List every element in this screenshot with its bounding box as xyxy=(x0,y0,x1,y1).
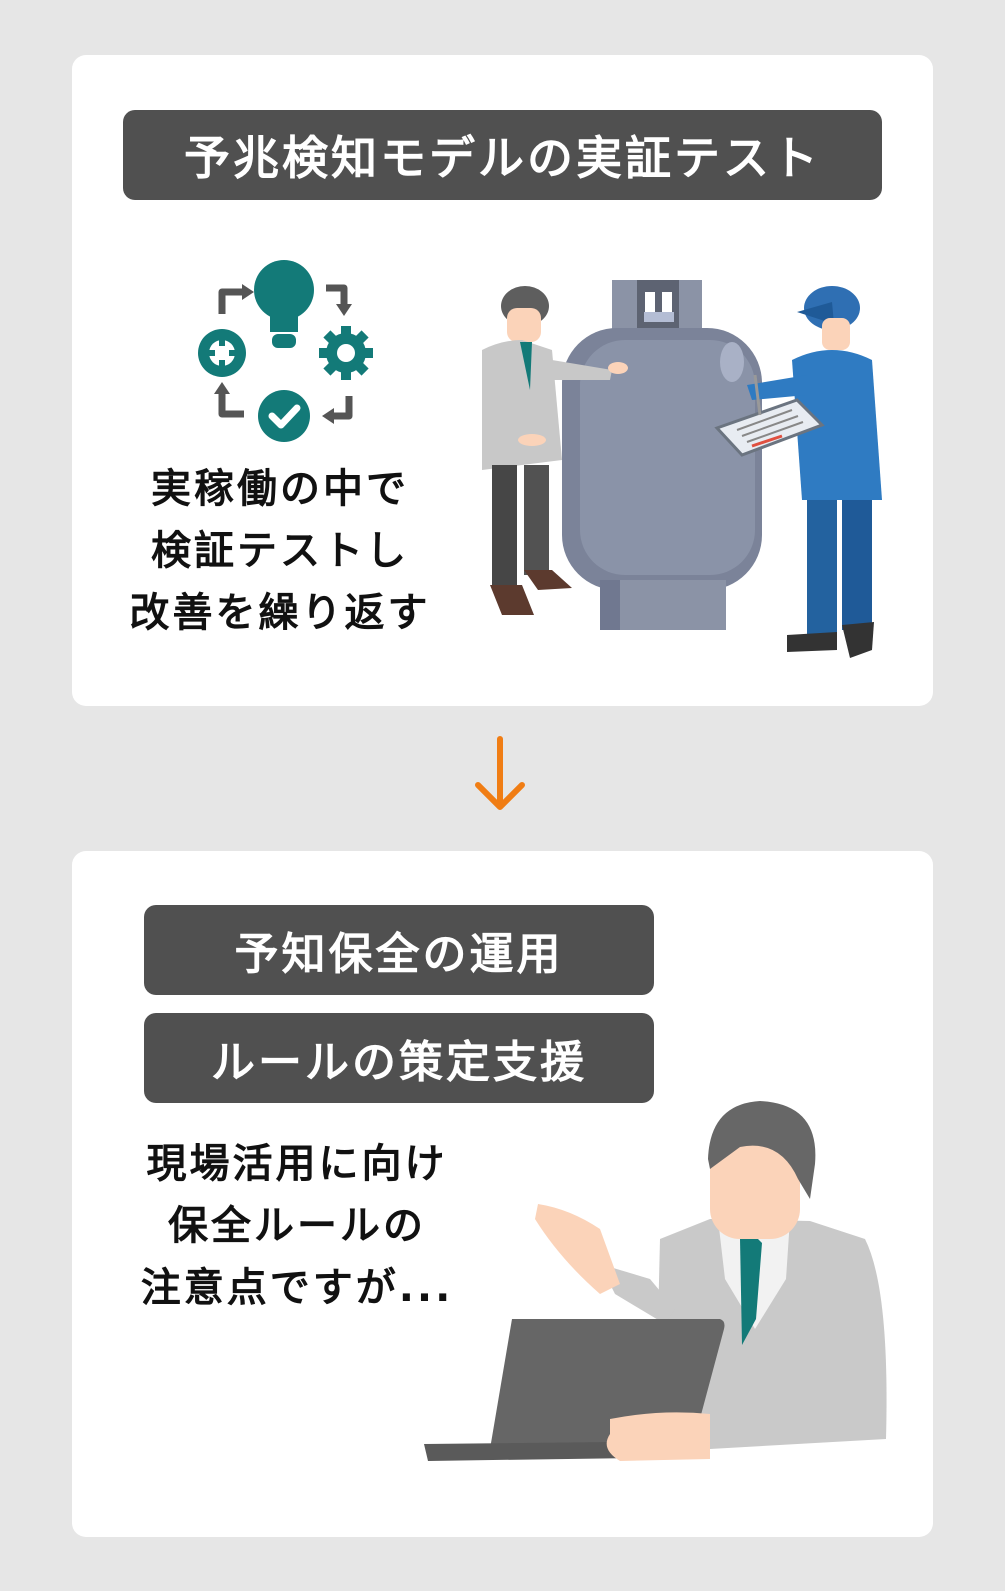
step2-caption: 現場活用に向け 保全ルールの 注意点ですが... xyxy=(132,1133,462,1319)
gear-icon xyxy=(319,326,373,380)
improvement-cycle-icon xyxy=(198,260,373,442)
caption-line: 注意点ですが... xyxy=(140,1265,454,1311)
caption-line: 改善を繰り返す xyxy=(129,590,431,636)
step2-label-text: 予知保全の運用 xyxy=(234,929,564,980)
gas-cylinder-icon xyxy=(562,280,762,630)
caption-line: 現場活用に向け xyxy=(146,1141,448,1187)
maintenance-worker-figure-icon xyxy=(714,286,882,658)
step2-label-text: ルールの策定支援 xyxy=(211,1037,587,1088)
consultant-figure-icon xyxy=(535,1101,887,1449)
crosshair-icon xyxy=(198,329,246,377)
checkmark-circle-icon xyxy=(258,390,310,442)
step2-label-rule-support: ルールの策定支援 xyxy=(144,1013,654,1103)
step1-title: 予兆検知モデルの実証テスト xyxy=(123,110,882,200)
caption-line: 検証テストし xyxy=(151,528,409,574)
arrow-down-icon xyxy=(475,736,525,810)
cycle-arrow-top-right-icon xyxy=(326,284,348,306)
cycle-arrow-bottom-right-icon xyxy=(332,396,353,420)
step1-card: 予兆検知モデルの実証テスト xyxy=(72,55,933,706)
hand-icon xyxy=(606,1412,710,1461)
gas-cylinder-inspection-illustration xyxy=(482,280,882,658)
lightbulb-icon xyxy=(254,260,314,348)
step1-title-text: 予兆検知モデルの実証テスト xyxy=(184,131,821,185)
consultant-with-laptop-illustration xyxy=(424,1101,887,1461)
caption-line: 実稼働の中で xyxy=(151,466,409,512)
caption-line: 保全ルールの xyxy=(168,1203,426,1249)
step2-card: 予知保全の運用 ルールの策定支援 現場活用に向け 保全ルールの 注意点ですが..… xyxy=(72,851,933,1537)
step2-label-operation: 予知保全の運用 xyxy=(144,905,654,995)
step1-caption: 実稼働の中で 検証テストし 改善を繰り返す xyxy=(120,458,440,644)
cycle-arrow-bottom-left-icon xyxy=(218,392,244,418)
cycle-arrow-top-left-icon xyxy=(218,288,244,314)
businessman-figure-icon xyxy=(482,286,628,615)
